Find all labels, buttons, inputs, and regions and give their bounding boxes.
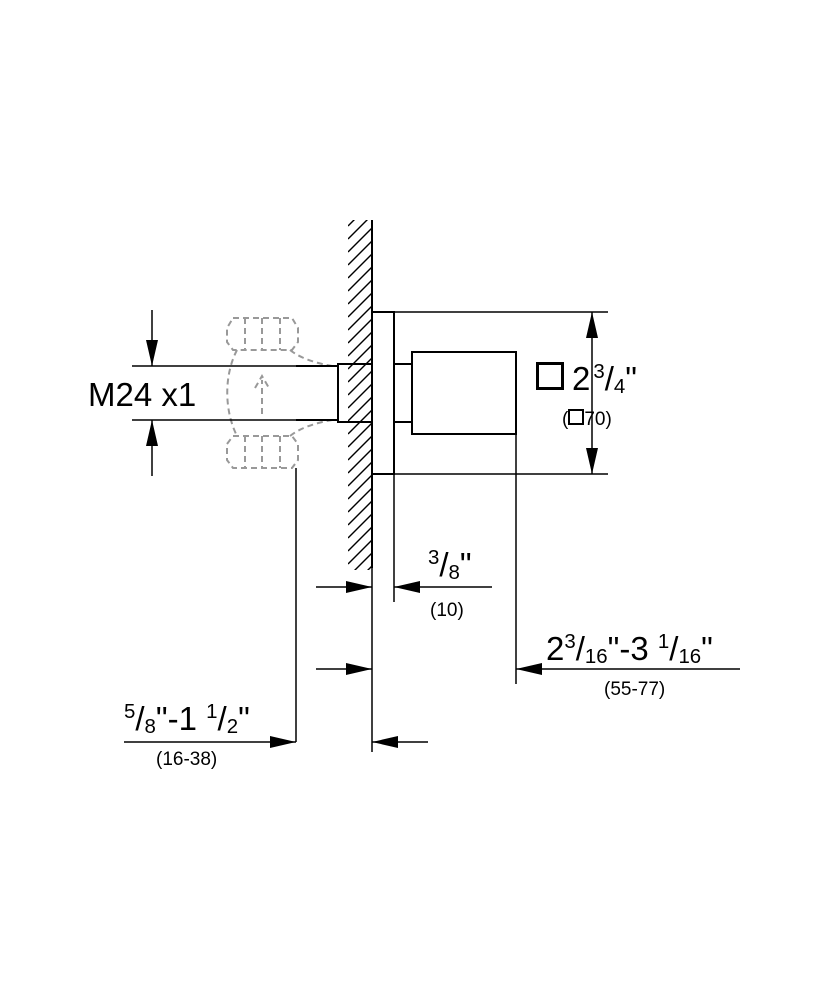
hatch-line — [348, 435, 372, 461]
dr-b-unit: " — [701, 630, 713, 667]
hatch-line — [348, 487, 372, 513]
valve-body — [296, 311, 517, 475]
depth-left-label: 5/8"-1 1/2" — [124, 699, 250, 739]
dr-mm: (55-77) — [604, 679, 666, 700]
hidden-fitting — [226, 317, 333, 469]
hatch-line — [348, 500, 372, 526]
hatch-line — [348, 266, 372, 292]
hatch-line — [348, 590, 374, 616]
hatch-line — [348, 474, 372, 500]
arrowheads — [146, 312, 598, 748]
dr-a-num: 3 — [564, 629, 576, 653]
flange-num: 3 — [593, 359, 605, 383]
hatch-line — [348, 513, 372, 539]
dr-a-den: 16 — [584, 645, 608, 669]
dl-dash: - — [167, 700, 179, 737]
hatch-line — [348, 240, 372, 266]
flange-thickness-label: 3/8" — [428, 545, 472, 585]
hatch-line — [348, 396, 372, 422]
square-symbol-icon — [536, 362, 564, 390]
hatch-line — [348, 357, 372, 383]
dr-b-den: 16 — [678, 645, 702, 669]
hatch-line — [348, 318, 372, 344]
dl-b-unit: " — [238, 700, 250, 737]
flange-den: 4 — [613, 375, 626, 399]
hatch-line — [348, 526, 372, 552]
dl-a-unit: " — [155, 700, 168, 737]
hatch-line — [348, 220, 355, 227]
depth-right-label: 23/16"-3 1/16" — [546, 629, 713, 669]
flange-thickness-mm-label: (10) — [430, 601, 464, 620]
dimension-lines — [124, 310, 740, 752]
hatch-line — [348, 279, 372, 305]
hatch-line — [367, 565, 372, 570]
hatch-line — [348, 383, 372, 409]
dl-a-num: 5 — [124, 699, 136, 723]
thread-text: M24 x1 — [88, 376, 197, 413]
flange-whole: 2 — [572, 360, 591, 397]
wall — [348, 220, 374, 616]
hatch-line — [348, 448, 372, 474]
hatch-line — [354, 552, 372, 570]
hatch-line — [348, 370, 372, 396]
dr-dash: - — [619, 630, 631, 667]
hatch-line — [348, 461, 372, 487]
dr-a-unit: " — [607, 630, 620, 667]
hatch-line — [348, 253, 372, 279]
thickness-den: 8 — [448, 561, 460, 585]
depth-left-mm-label: (16-38) — [156, 750, 217, 769]
hatch-line — [348, 305, 372, 331]
hatch-line — [348, 422, 372, 448]
hatch-line — [348, 227, 372, 253]
dr-b-num: 1 — [657, 629, 670, 653]
dl-mm: (16-38) — [156, 749, 218, 770]
hatch-line — [348, 344, 372, 370]
hatch-line — [348, 539, 372, 565]
hatch-line — [348, 220, 368, 240]
dl-a-den: 8 — [144, 715, 156, 739]
dr-a-whole: 2 — [546, 630, 565, 667]
mm-close: ) — [605, 409, 612, 430]
square-symbol-small-icon — [568, 409, 585, 425]
hatch-line — [348, 331, 372, 357]
dl-b-num: 1 — [206, 699, 218, 723]
thickness-mm: (10) — [430, 600, 464, 621]
mm-value: 70 — [584, 409, 606, 430]
thickness-num: 3 — [428, 545, 440, 569]
flange-square-mm-label: (70) — [562, 409, 612, 429]
thread-label: M24 x1 — [88, 378, 196, 411]
hatch-line — [348, 292, 372, 318]
mm-open: ( — [562, 409, 569, 430]
flange-unit: " — [625, 360, 637, 397]
thickness-unit: " — [459, 546, 472, 583]
dl-b-whole: 1 — [178, 700, 207, 737]
dr-b-whole: 3 — [630, 630, 658, 667]
dl-b-den: 2 — [226, 715, 239, 739]
wall-hatching — [348, 220, 374, 616]
depth-right-mm-label: (55-77) — [604, 680, 665, 699]
